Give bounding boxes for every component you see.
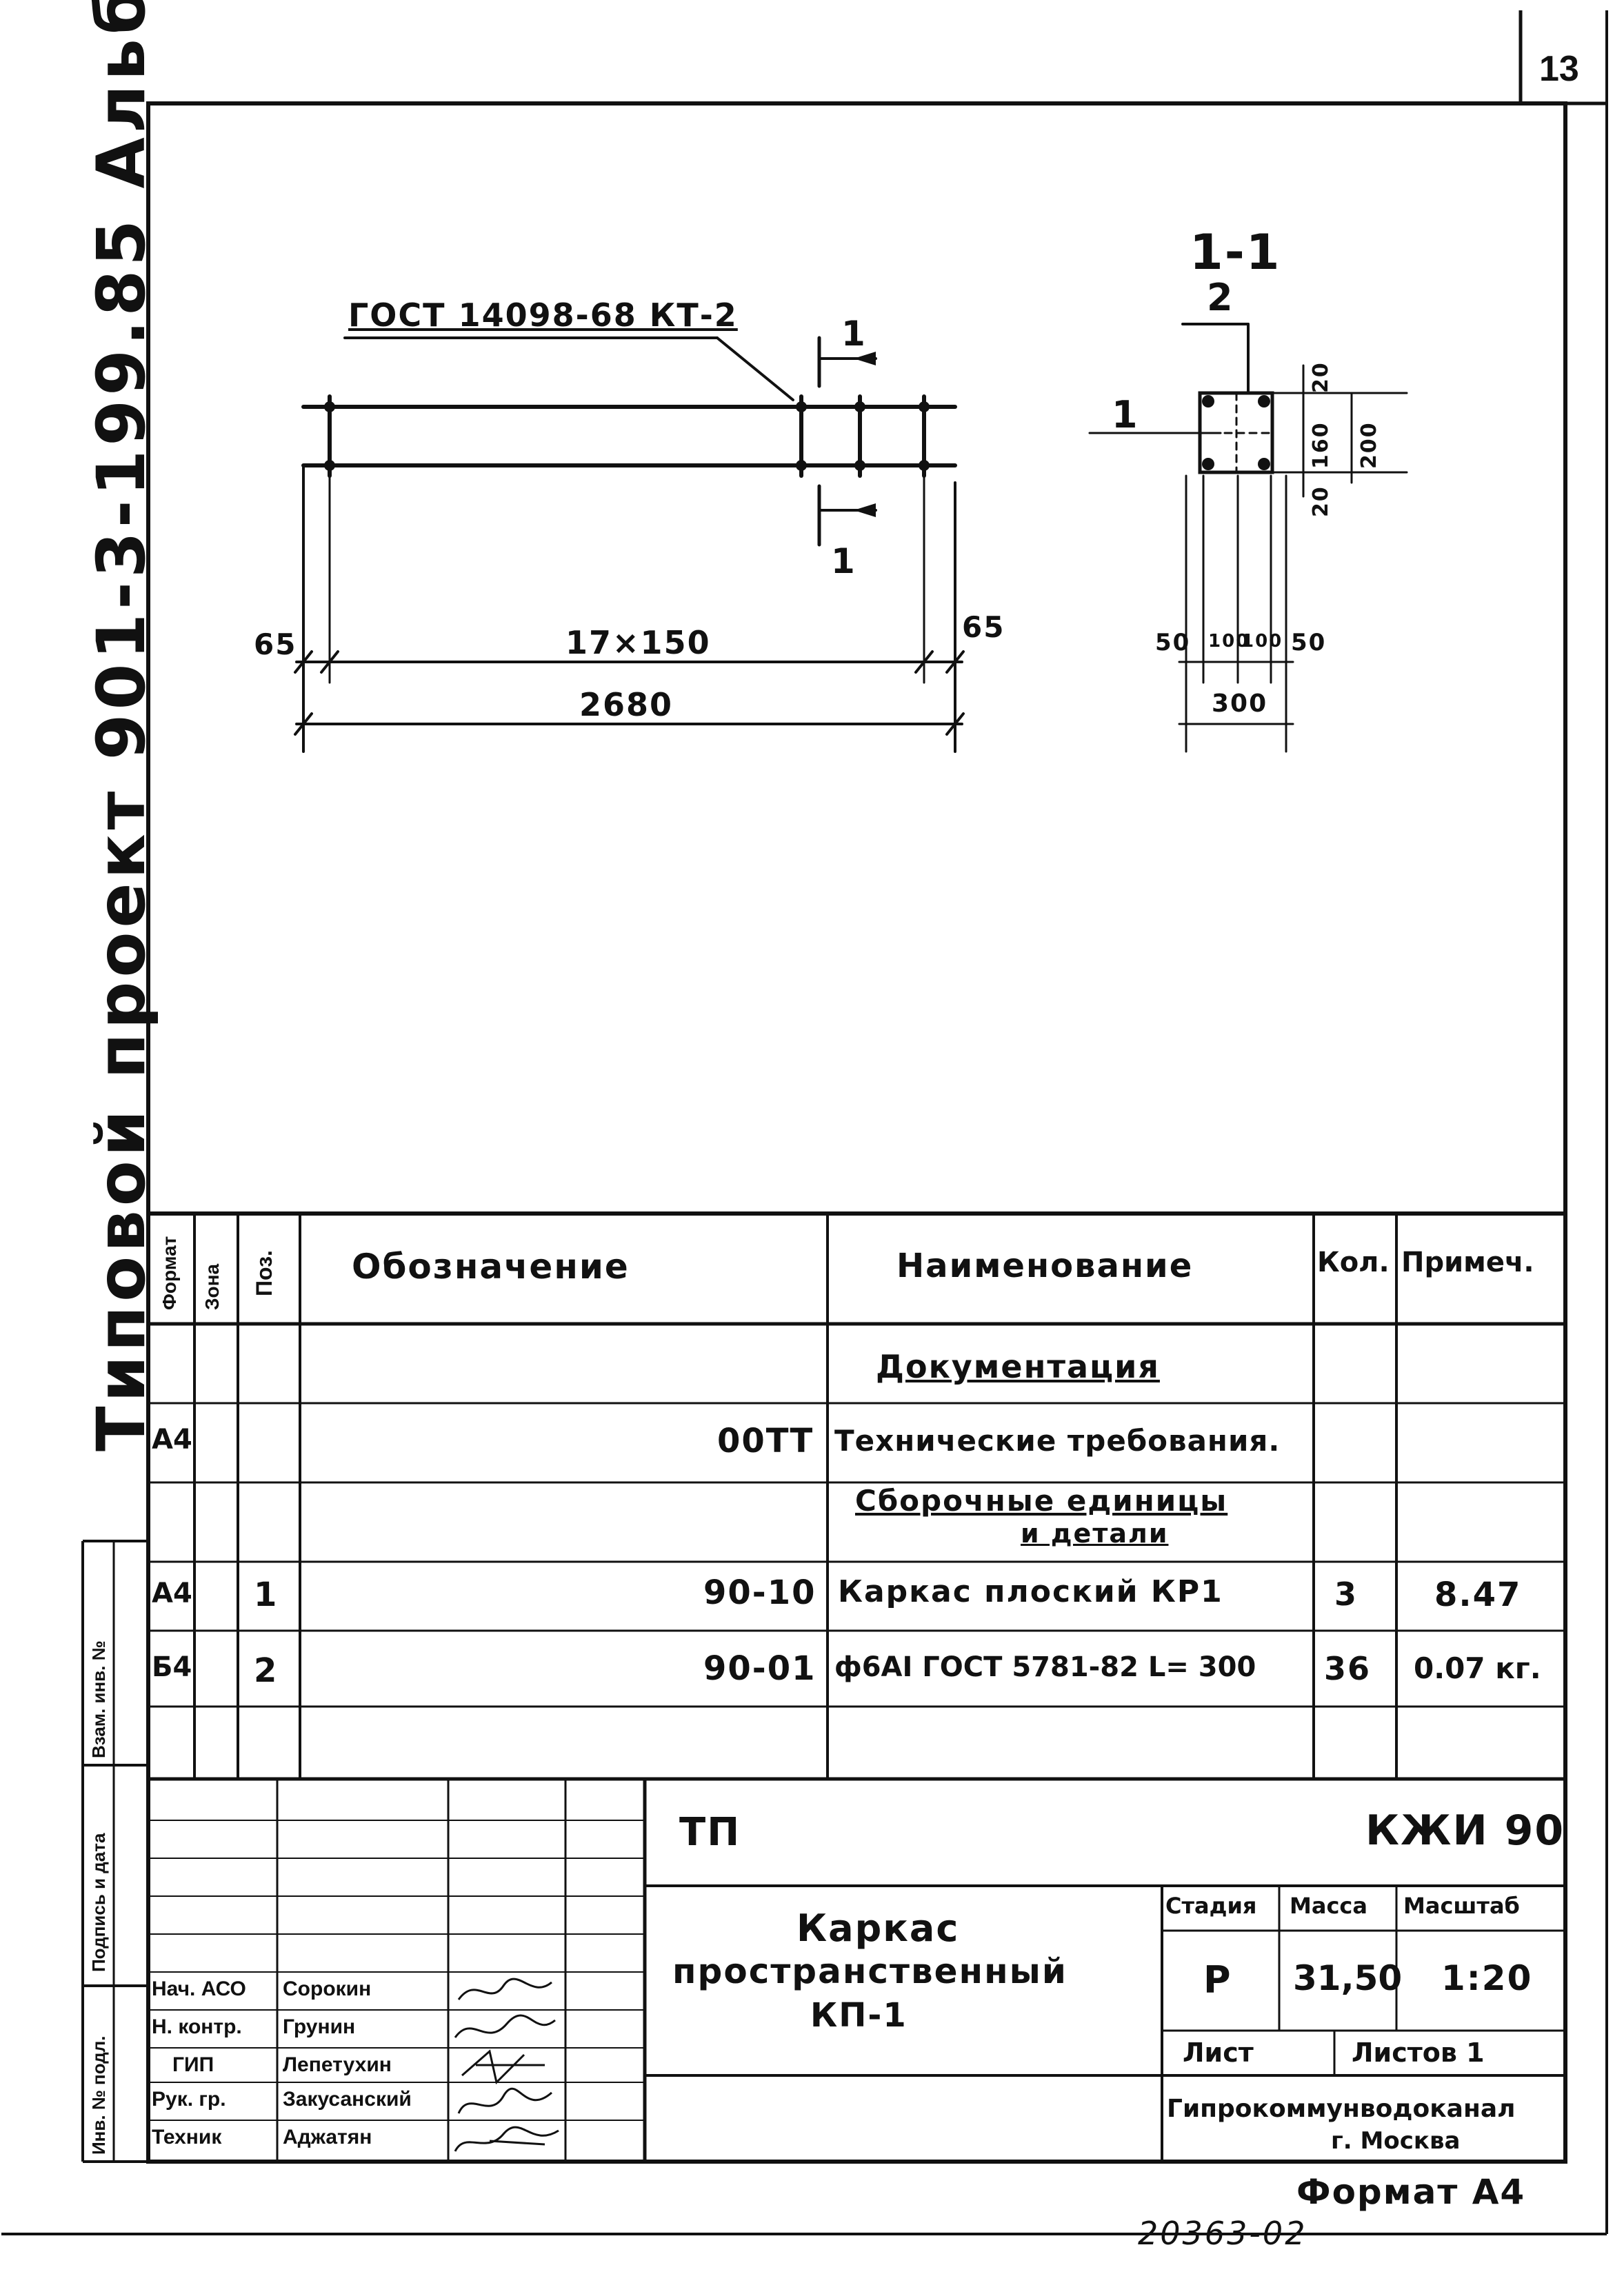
- dim-h-bottom: 20: [1309, 485, 1333, 517]
- spec-row-3-name: Каркас плоский КР1: [838, 1574, 1223, 1609]
- sheet-label: Лист: [1183, 2038, 1254, 2068]
- dim-w-left: 50: [1155, 629, 1191, 656]
- personnel-name-4: Аджатян: [283, 2126, 372, 2149]
- header-qty: Кол.: [1317, 1247, 1390, 1278]
- tp-label: ТП: [679, 1810, 741, 1855]
- title-line1: Каркас: [796, 1906, 960, 1950]
- signature-2: [461, 2049, 545, 2084]
- stamp-label-vzam-inv: Взам. инв. №: [88, 1640, 109, 1758]
- doc-code: КЖИ 90: [1365, 1807, 1565, 1855]
- title-line2: пространственный: [672, 1951, 1067, 1991]
- header-note: Примеч.: [1401, 1247, 1534, 1278]
- header-name: Наименование: [896, 1247, 1194, 1285]
- spec-row-4-format: Б4: [152, 1651, 192, 1683]
- personnel-role-1: Н. контр.: [152, 2015, 242, 2038]
- spec-row-0-name: Документация: [876, 1348, 1160, 1385]
- stamp-label-signature-date: Подпись и дата: [88, 1833, 109, 1972]
- dim-left-offset: 65: [254, 627, 297, 661]
- gost-callout: ГОСТ 14098-68 КТ-2: [348, 296, 738, 334]
- header-designation: Обозначение: [352, 1247, 630, 1287]
- spec-row-3-note: 8.47: [1434, 1576, 1522, 1614]
- personnel-role-4: Техник: [152, 2126, 222, 2149]
- org-line2: г. Москва: [1331, 2127, 1461, 2155]
- spec-row-2-name2: и детали: [1021, 1518, 1169, 1549]
- header-zone: Зона: [201, 1263, 223, 1310]
- scale-value: 1:20: [1441, 1958, 1533, 1998]
- personnel-name-3: Закусанский: [283, 2088, 412, 2111]
- personnel-role-3: Рук. гр.: [152, 2088, 226, 2111]
- sheets-label: Листов 1: [1352, 2038, 1485, 2068]
- spec-row-3-format: А4: [152, 1578, 192, 1609]
- dim-spacing: 17×150: [565, 624, 711, 661]
- signature-3: [457, 2087, 552, 2114]
- spec-row-1-name: Технические требования.: [834, 1424, 1281, 1458]
- section-mark-top: 1: [841, 314, 867, 354]
- section-mark-bottom: 1: [831, 541, 856, 581]
- dim-overall: 2680: [579, 686, 674, 723]
- stage-value: Р: [1203, 1958, 1232, 2002]
- dim-h-top: 20: [1309, 361, 1333, 393]
- dim-h-mid: 160: [1309, 421, 1333, 469]
- dim-w-total: 300: [1212, 690, 1268, 718]
- spec-row-3-pos: 1: [254, 1576, 279, 1614]
- signature-1: [454, 2014, 556, 2038]
- stage-label: Стадия: [1165, 1893, 1257, 1919]
- spec-row-3-qty: 3: [1334, 1576, 1359, 1613]
- spec-row-2-name: Сборочные единицы: [855, 1484, 1228, 1518]
- dim-h-total: 200: [1357, 421, 1381, 469]
- sheet-format: Формат А4: [1296, 2172, 1526, 2212]
- personnel-name-2: Лепетухин: [283, 2053, 392, 2076]
- personnel-name-1: Грунин: [283, 2015, 356, 2038]
- signatures: [454, 1978, 559, 2152]
- personnel-role-2: ГИП: [172, 2053, 214, 2076]
- spec-row-1-format: А4: [152, 1424, 192, 1456]
- scale-label: Масштаб: [1403, 1893, 1520, 1919]
- section-pos1-label: 1: [1112, 393, 1139, 436]
- page-number: 13: [1539, 49, 1579, 89]
- title-line3: КП-1: [810, 1996, 908, 2035]
- personnel-role-0: Нач. АСО: [152, 1978, 246, 2000]
- spec-row-4-qty: 36: [1324, 1650, 1372, 1687]
- spec-row-4-note: 0.07 кг.: [1414, 1651, 1541, 1685]
- mass-label: Масса: [1290, 1893, 1367, 1919]
- org-line1: Гипрокоммунводоканал: [1167, 2095, 1516, 2123]
- personnel-name-0: Сорокин: [283, 1978, 372, 2000]
- spec-row-4-designation: 90-01: [703, 1649, 816, 1688]
- signature-4: [454, 2126, 559, 2152]
- signature-0: [457, 1978, 552, 2000]
- spec-row-3-designation: 90-10: [703, 1573, 816, 1612]
- section-pos2-label: 2: [1207, 276, 1234, 319]
- spec-row-1-designation: 00ТТ: [717, 1422, 814, 1460]
- header-format: Формат: [159, 1236, 180, 1310]
- section-title: 1-1: [1190, 224, 1281, 281]
- mass-value: 31,50: [1293, 1958, 1403, 1998]
- dim-right-offset: 65: [962, 610, 1005, 644]
- dim-w-right: 50: [1291, 629, 1327, 656]
- spec-row-4-pos: 2: [254, 1651, 279, 1690]
- dim-w-mid1: 100: [1208, 631, 1250, 652]
- spec-row-4-name: ф6AI ГОСТ 5781-82 L= 300: [834, 1651, 1256, 1683]
- drawing-area: [294, 323, 1408, 753]
- inventory-code: 20363-02: [1138, 2215, 1307, 2252]
- dim-w-mid2: 100: [1241, 631, 1283, 652]
- stamp-label-inv-podl: Инв. № подл.: [88, 2035, 109, 2155]
- header-pos: Поз.: [252, 1250, 277, 1296]
